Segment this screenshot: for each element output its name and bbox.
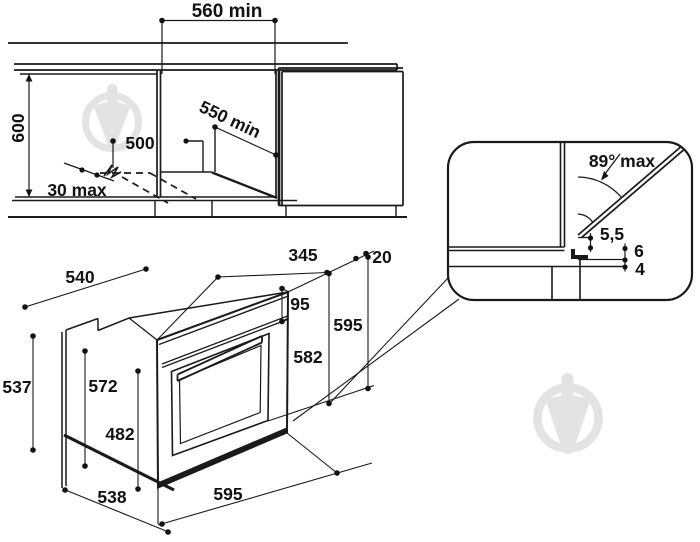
oven-isometric-drawing xyxy=(24,250,375,534)
dim-label-body-height: 482 xyxy=(105,424,134,444)
watermark-icon xyxy=(533,373,603,454)
detail-view-drawing xyxy=(446,140,694,302)
oven-dimension-dots xyxy=(22,250,371,535)
dim-label-oven-height: 595 xyxy=(333,315,362,335)
dim-label-gap-upper: 6 xyxy=(634,241,644,261)
dim-label-oven-depth: 540 xyxy=(65,267,94,287)
dim-label-door-height: 582 xyxy=(293,347,322,367)
dim-label-door-gap: 5,5 xyxy=(600,224,625,244)
dim-label-cabinet-height: 600 xyxy=(8,113,28,142)
dim-label-fascia-height: 95 xyxy=(290,294,310,314)
dim-label-oven-width: 595 xyxy=(213,484,242,504)
dim-label-rear-clearance: 345 xyxy=(288,245,317,265)
detail-view-dots xyxy=(587,171,628,270)
dim-label-niche-width: 560 min xyxy=(192,1,263,22)
dim-label-front-overhang: 20 xyxy=(372,247,392,267)
cabinet-section-dots xyxy=(25,17,279,197)
dim-label-door-angle: 89° max xyxy=(589,151,656,171)
dim-label-socket-height: 500 xyxy=(125,133,154,153)
dim-label-niche-depth: 550 min xyxy=(196,96,264,142)
dim-label-niche-height: 572 xyxy=(88,376,117,396)
cabinet-section-drawing xyxy=(8,19,407,218)
watermark-icon xyxy=(82,84,142,152)
dim-label-gap-lower: 4 xyxy=(635,259,645,279)
detail-leader-lines xyxy=(292,277,460,422)
dim-label-side-height: 537 xyxy=(2,377,31,397)
dim-label-niche-depth-bottom: 538 xyxy=(97,487,126,507)
dim-label-cable-offset: 30 max xyxy=(47,180,107,200)
